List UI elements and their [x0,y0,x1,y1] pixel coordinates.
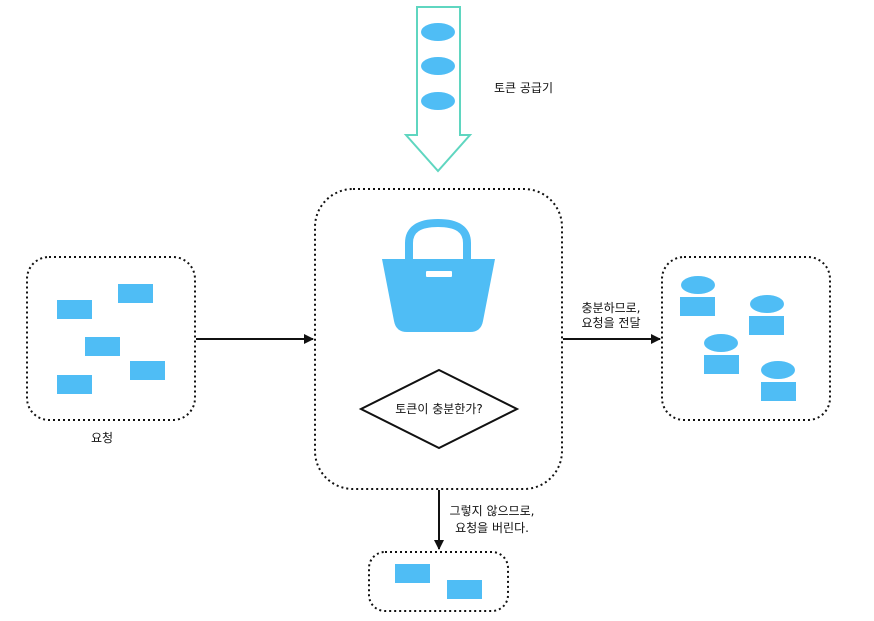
dropped-request [395,564,430,583]
forwarded-request [704,334,739,374]
request-item [57,300,92,319]
dropped-request [447,580,482,599]
decision-label: 토큰이 충분한가? [395,402,482,416]
request-item [85,337,120,356]
supplier-label: 토큰 공급기 [494,81,553,95]
requests-box [26,256,196,421]
forwarded-box [661,256,831,421]
token-supplier [403,6,473,173]
supplier-arrow-outline [403,6,473,173]
requests-label: 요청 [91,431,113,445]
drop-label-line2: 요청을 버린다. [455,521,529,535]
supplier-token [421,23,455,41]
request-item [118,284,153,303]
dropped-box [368,551,509,612]
forward-label-line1: 충분하므로, [581,301,640,315]
forward-label-line2: 요청을 전달 [581,316,640,330]
forwarded-request [680,276,715,316]
dropped-group [395,564,482,599]
supplier-token [421,57,455,75]
request-item [57,375,92,394]
shopping-basket-icon [382,218,495,332]
forwarded-group [680,276,796,401]
requests-group [57,284,165,394]
drop-label-line1: 그렇지 않으므로, [450,503,535,518]
decision-diamond [358,368,520,450]
supplier-token [421,92,455,110]
bucket-box [314,188,563,490]
forwarded-request [749,295,784,335]
request-item [130,361,165,380]
forwarded-request [761,361,796,401]
